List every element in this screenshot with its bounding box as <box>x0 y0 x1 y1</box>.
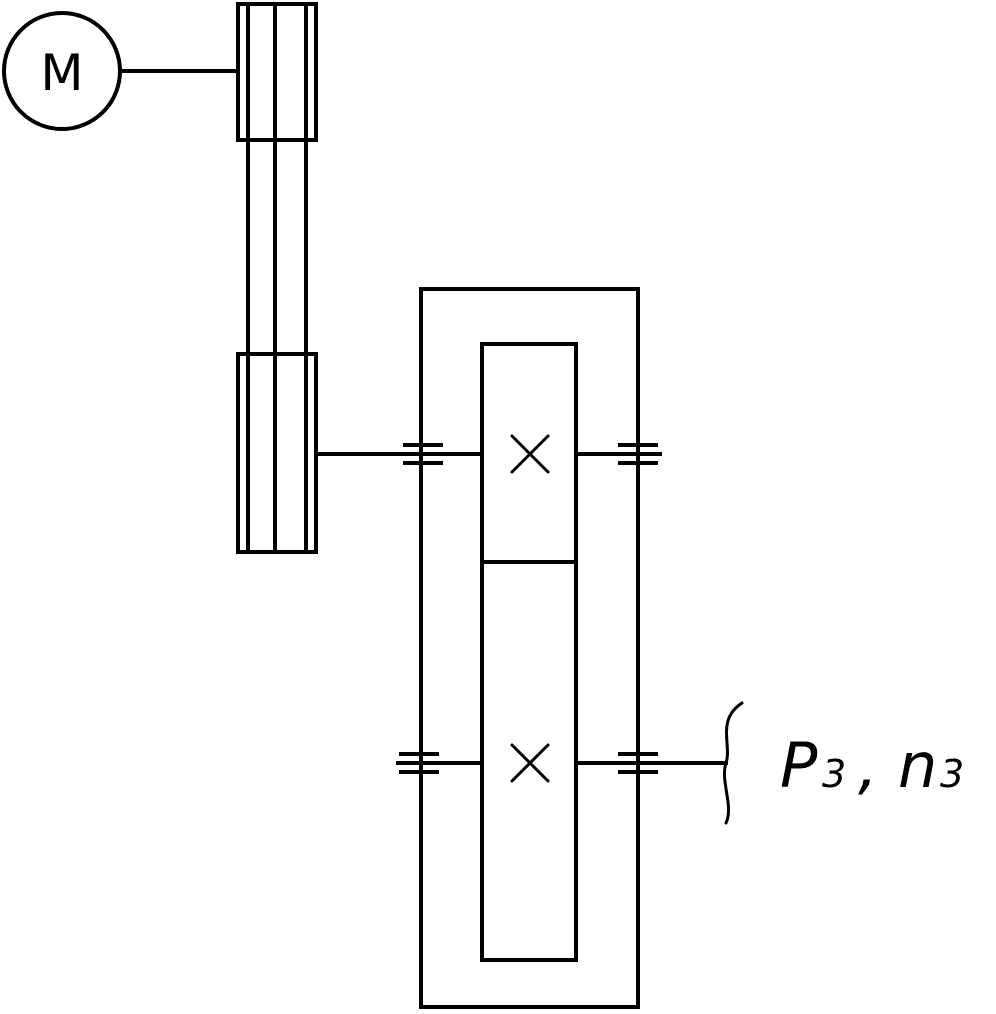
gearbox-housing <box>419 287 640 1009</box>
bearing-input-right <box>618 443 658 465</box>
drive-pulley <box>236 2 318 142</box>
power-symbol: P <box>780 729 818 802</box>
power-subscript: 3 <box>822 752 846 796</box>
pinion-gear <box>480 342 578 564</box>
speed-symbol: n <box>898 729 937 802</box>
speed-subscript: 3 <box>940 752 964 796</box>
motor-label: M <box>40 44 83 102</box>
bearing-output-left <box>399 752 439 774</box>
bearing-output-right <box>618 752 658 774</box>
belt-drive <box>236 2 318 554</box>
bearing-input-left <box>403 443 443 465</box>
wheel-gear <box>480 560 578 962</box>
separator: , <box>858 729 878 802</box>
electric-motor: M <box>2 11 122 131</box>
shaft-break-symbol <box>723 701 744 825</box>
output-parameters-label: P 3 , n 3 <box>780 729 964 802</box>
